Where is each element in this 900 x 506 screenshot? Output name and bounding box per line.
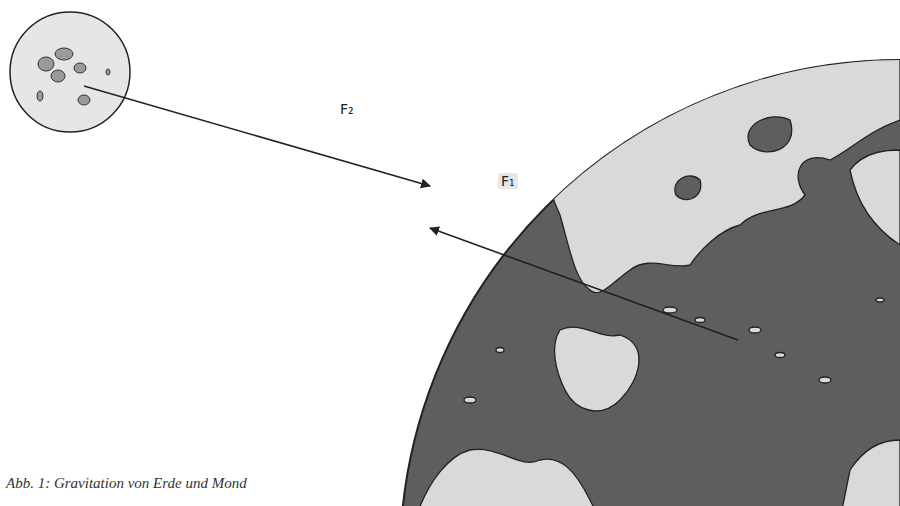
land-mass <box>555 327 639 411</box>
force-label: F₁ <box>498 173 518 189</box>
island <box>819 377 831 383</box>
island <box>749 327 761 333</box>
crater <box>37 91 43 101</box>
force-label-holder: F₂ <box>340 100 354 118</box>
land-mass <box>548 40 900 293</box>
island <box>663 307 677 313</box>
caption-holder: Abb. 1: Gravitation von Erde und Mond <box>6 474 247 492</box>
force-label: F₂ <box>340 101 354 117</box>
crater <box>51 70 65 82</box>
crater <box>106 69 110 75</box>
island <box>496 348 504 353</box>
land-mass <box>840 440 900 506</box>
earth <box>400 40 900 506</box>
crater <box>74 63 86 73</box>
crater <box>55 48 73 60</box>
island <box>775 353 785 358</box>
lake <box>675 176 701 200</box>
crater <box>38 57 54 71</box>
earth-land <box>415 40 900 506</box>
lake <box>748 117 792 152</box>
crater <box>78 95 90 105</box>
island <box>876 298 884 302</box>
force-arrow <box>430 228 738 340</box>
land-mass <box>415 449 600 506</box>
land-mass <box>850 150 900 245</box>
moon-disc <box>10 12 130 132</box>
moon <box>10 12 130 132</box>
island <box>464 397 476 403</box>
figure-caption: Abb. 1: Gravitation von Erde und Mond <box>6 475 247 491</box>
island <box>695 318 705 323</box>
force-arrow <box>84 86 430 186</box>
force-label-holder: F₁ <box>498 172 518 190</box>
